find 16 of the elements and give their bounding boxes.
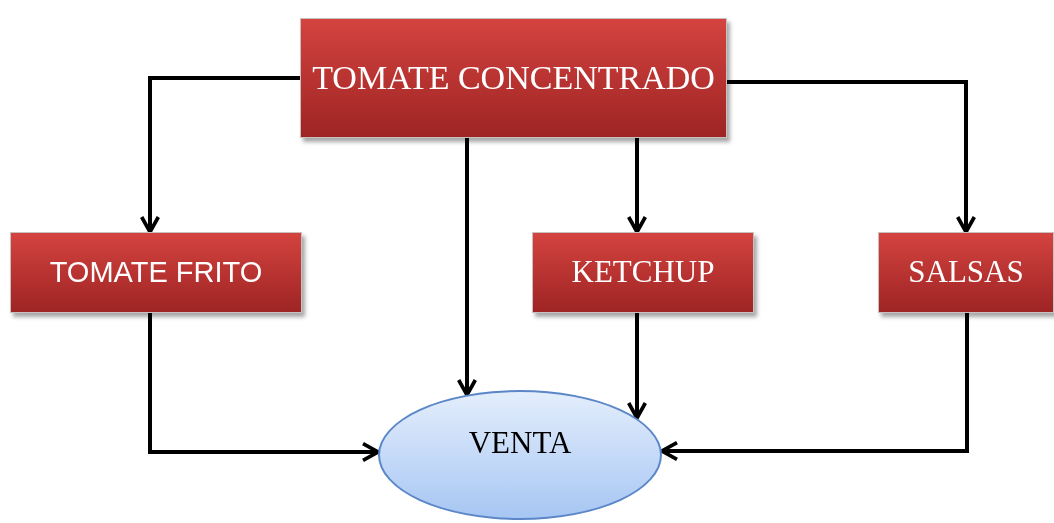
node-label: SALSAS — [907, 253, 1025, 292]
arrow — [139, 76, 300, 234]
process-box — [532, 232, 754, 313]
arrow — [626, 138, 648, 234]
node-label: TOMATE CONCENTRADO — [311, 58, 716, 98]
node-label: VENTA — [468, 423, 572, 462]
process-box — [300, 18, 727, 138]
node-label: KETCHUP — [570, 253, 716, 292]
arrow — [660, 313, 969, 462]
process-box — [10, 232, 302, 313]
arrow — [727, 80, 977, 234]
process-box — [878, 232, 1054, 313]
node-label: TOMATE FRITO — [48, 254, 264, 290]
arrow — [626, 313, 648, 420]
arrow — [456, 138, 478, 397]
arrow — [148, 313, 380, 463]
